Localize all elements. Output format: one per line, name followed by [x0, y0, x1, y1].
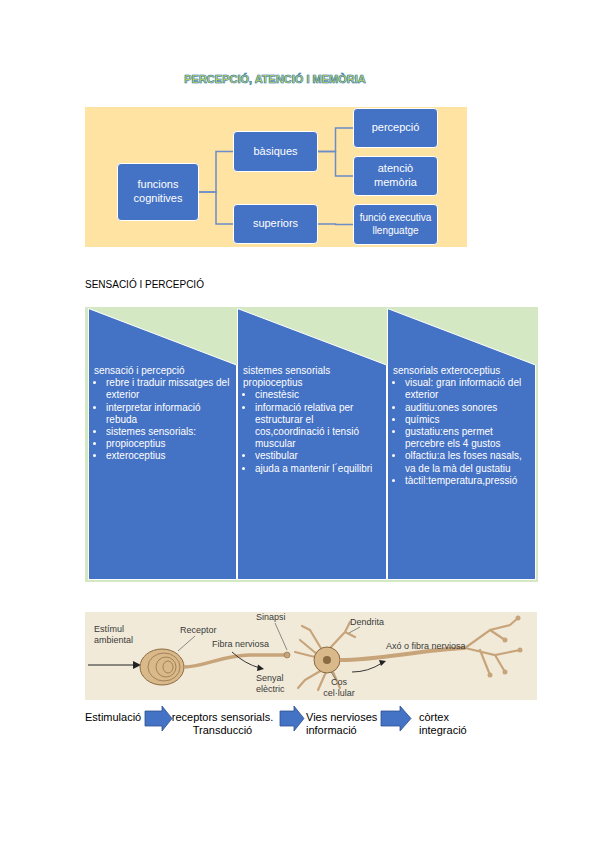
text-label: Cos cel·lular — [318, 677, 360, 699]
box-text-group: bàsiques — [253, 145, 297, 159]
bullet-list: cinestèsicinformació relativa per estruc… — [243, 389, 381, 474]
process-box: funció executiva llenguatge — [353, 204, 438, 245]
bullet-item: tàctil:temperatura,pressió — [405, 475, 530, 487]
box-text-group: superiors — [253, 217, 298, 231]
synapse-knob — [284, 652, 290, 658]
text-label: receptors sensorials. Transducció — [160, 711, 285, 737]
process-box: superiors — [233, 204, 318, 244]
process-box: bàsiques — [233, 131, 318, 172]
leader-line — [178, 636, 195, 651]
axon-terminal — [465, 618, 520, 675]
box-text: funcions cognitives — [120, 178, 196, 206]
receptor-symbol — [140, 649, 184, 685]
bullet-item: vestibular — [255, 450, 381, 462]
box-text: superiors — [253, 217, 298, 231]
connector-line — [199, 192, 233, 224]
process-box: funcions cognitives — [117, 163, 199, 221]
text-label: Vies nervioses informació — [306, 711, 388, 737]
chevron-shape: sensació i percepciórebre i traduir miss… — [88, 308, 237, 580]
box-text-group: funció executiva llenguatge — [356, 212, 435, 237]
terminal-knob — [488, 673, 493, 678]
text-label: Axó o fibra nerviosa — [386, 641, 466, 652]
connector-line — [318, 152, 353, 177]
nucleus-symbol — [323, 656, 331, 664]
bullet-item: propioceptius — [106, 438, 231, 450]
box-text: percepció — [372, 121, 420, 135]
text-label: Dendrita — [350, 617, 384, 628]
text-label: Fibra nerviosa — [212, 639, 269, 650]
bullet-item: auditiu:ones sonores — [405, 402, 530, 414]
bullet-item: visual: gran informació del exterior — [405, 377, 530, 401]
receptor-layer — [148, 653, 180, 681]
process-box: atenciò memòria — [353, 156, 438, 196]
text-label: Estímul ambiental — [94, 624, 138, 646]
cell-body-symbol — [314, 647, 340, 673]
text-label: Senyal elèctric — [256, 673, 294, 695]
box-text: funció executiva llenguatge — [356, 212, 435, 237]
signal-arrow — [352, 663, 382, 672]
chevron-fill — [238, 309, 387, 580]
heading-text: sensorials exteroceptius — [393, 365, 530, 377]
box-text-group: atenciò memòria — [356, 162, 435, 190]
arrow-head — [257, 665, 264, 672]
heading-text: sensació i percepció — [94, 365, 231, 377]
text-area: sistemes sensorials propioceptiuscinestè… — [243, 365, 381, 475]
chevron-fill — [89, 309, 237, 580]
signal-arrow — [232, 652, 260, 668]
terminal-knob — [503, 638, 508, 643]
bullet-item: gustatiu:ens permet percebre els 4 gusto… — [405, 426, 530, 450]
terminal-knob — [503, 670, 508, 675]
bullet-item: químics — [405, 414, 530, 426]
text-label: Receptor — [180, 625, 217, 636]
heading-text: sistemes sensorials propioceptius — [243, 365, 381, 389]
text-label: Estimulació — [85, 711, 141, 724]
stimulus-arrow — [88, 664, 133, 665]
connector-line — [318, 128, 353, 152]
block-arrow — [145, 706, 172, 731]
chevron-shape: sistemes sensorials propioceptiuscinestè… — [237, 308, 387, 580]
text-area: sensació i percepciórebre i traduir miss… — [94, 365, 231, 463]
leader-line — [275, 623, 287, 650]
illustration-background — [85, 612, 537, 700]
connector-line — [318, 223, 353, 225]
terminal-knob — [518, 648, 523, 653]
bullet-item: rebre i traduir missatges del exterior — [106, 377, 231, 401]
bullet-item: sistemes sensorials: — [106, 426, 231, 438]
connector-line — [199, 152, 233, 193]
bullet-item: interpretar informació rebuda — [106, 402, 231, 426]
bullet-item: exteroceptius — [106, 450, 231, 462]
nerve-fiber — [184, 655, 284, 667]
block-arrow — [381, 706, 411, 731]
text-label: còrtex integració — [419, 711, 477, 737]
leader-line — [349, 627, 360, 633]
text-area: sensorials exteroceptiusvisual: gran inf… — [393, 365, 530, 487]
box-text-group: percepció — [372, 121, 420, 135]
bullet-item: ajuda a mantenir l´equilibri — [255, 463, 381, 475]
process-box: percepció — [353, 108, 438, 148]
bullet-item: informació relativa per estructurar el c… — [255, 402, 381, 451]
block-arrow — [280, 706, 304, 731]
text-label: SENSACIÓ I PERCEPCIÓ — [85, 279, 204, 291]
bullet-item: cinestèsic — [255, 389, 381, 401]
background-band — [85, 307, 538, 582]
box-text: atenciò memòria — [356, 162, 435, 190]
box-text: bàsiques — [253, 145, 297, 159]
receptor-layer — [156, 657, 176, 677]
arrow-head — [379, 660, 386, 666]
chevron-shape: sensorials exteroceptiusvisual: gran inf… — [387, 308, 536, 580]
bullet-list: rebre i traduir missatges del exteriorin… — [94, 377, 231, 462]
background-band — [85, 107, 467, 247]
text-label: Sinapsi — [256, 612, 286, 623]
receptor-layer — [163, 661, 173, 673]
chevron-fill — [388, 309, 536, 580]
bullet-list: visual: gran informació del exterioraudi… — [393, 377, 530, 487]
box-text-group: funcions cognitives — [120, 178, 196, 206]
title: PERCEPCIÓ, ATENCIÓ I MEMÒRIA — [150, 73, 400, 85]
terminal-knob — [516, 616, 521, 621]
bullet-item: olfactiu:a les foses nasals, va de la mà… — [405, 450, 530, 474]
